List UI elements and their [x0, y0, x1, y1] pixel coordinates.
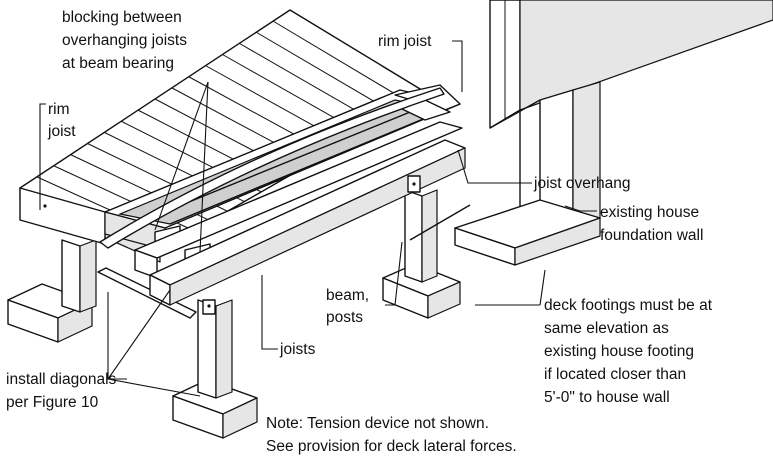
rim-joist-left-line-2: joist	[47, 123, 76, 140]
rim-joist-left-line-1: rim	[48, 101, 70, 118]
install-diagonals-line-2: per Figure 10	[6, 394, 99, 411]
deck-footings-line-3: existing house footing	[544, 343, 694, 360]
label-rim-joist-top: rim joist	[378, 33, 432, 50]
label-joists: joists	[279, 341, 316, 358]
existing-foundation-line-2: foundation wall	[600, 227, 703, 244]
label-beam-posts: beam, posts	[326, 287, 369, 326]
blocking-line-3: at beam bearing	[62, 55, 174, 72]
existing-foundation-line-1: existing house	[600, 204, 699, 221]
blocking-line-2: overhanging joists	[62, 32, 187, 49]
beam-posts-line-2: posts	[326, 309, 363, 326]
post-front	[197, 299, 233, 399]
label-install-diagonals: install diagonals per Figure 10	[6, 371, 117, 411]
beam-posts-line-1: beam,	[326, 287, 369, 304]
footing-right	[382, 263, 461, 319]
label-existing-foundation: existing house foundation wall	[600, 204, 703, 244]
blocking-line-1: blocking between	[62, 9, 182, 26]
label-joist-overhang: joist overhang	[533, 175, 631, 192]
break-line	[99, 87, 445, 249]
note-line-2: See provision for deck lateral forces.	[266, 438, 517, 455]
leaders	[39, 40, 597, 397]
diagonal-bracing	[97, 204, 471, 319]
label-blocking: blocking between overhanging joists at b…	[62, 9, 187, 72]
install-diagonals-line-1: install diagonals	[6, 371, 117, 388]
house-wall	[489, 0, 773, 241]
deck-board-seam	[272, 20, 414, 106]
house-footing	[454, 199, 601, 266]
deck-footings-line-5: 5'-0" to house wall	[544, 389, 670, 406]
deck-footings-line-4: if located closer than	[544, 366, 686, 383]
label-rim-joist-left: rim joist	[47, 101, 76, 140]
post-right	[404, 189, 438, 283]
label-deck-footings: deck footings must be at same elevation …	[544, 297, 713, 406]
deck-footings-line-2: same elevation as	[544, 320, 669, 337]
front-joist	[149, 139, 466, 306]
label-note: Note: Tension device not shown. See prov…	[266, 415, 517, 455]
note-line-1: Note: Tension device not shown.	[266, 415, 489, 432]
deck-footings-line-1: deck footings must be at	[544, 297, 713, 314]
beam	[134, 121, 463, 279]
post-left	[61, 239, 97, 313]
